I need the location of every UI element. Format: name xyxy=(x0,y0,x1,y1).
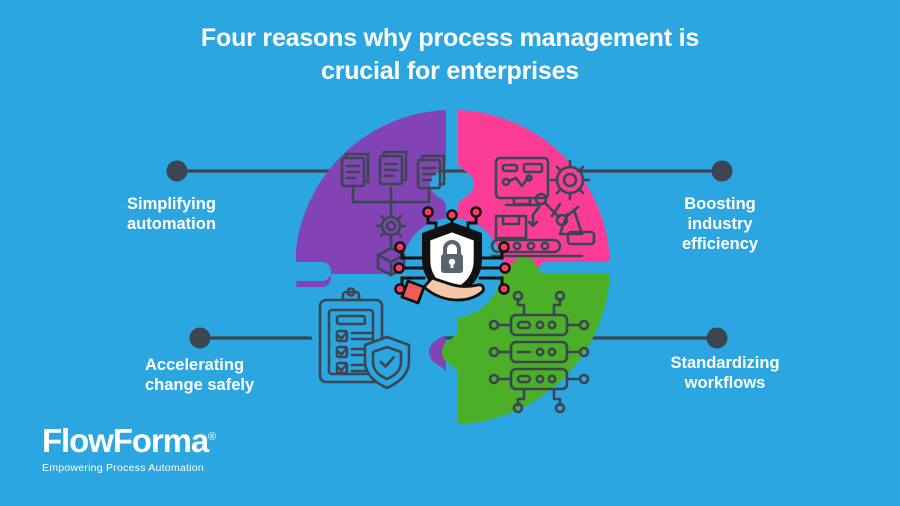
label-accelerating-line-1: Accelerating xyxy=(145,356,245,374)
connector-dots xyxy=(166,160,733,349)
connector-dot-accelerating[interactable] xyxy=(189,327,211,349)
label-simplifying-line-1: Simplifying xyxy=(127,195,216,213)
page-title-line-2: crucial for enterprises xyxy=(320,57,579,86)
label-boosting-industry-efficiency[interactable]: Boosting industry efficiency xyxy=(645,194,795,254)
label-standardizing-line-1: Standardizing xyxy=(670,354,780,372)
server-circuit-modules-icon xyxy=(488,290,590,414)
connector-dot-simplifying[interactable] xyxy=(166,160,188,182)
label-boosting-line-1: Boosting xyxy=(684,195,756,213)
connector-dot-boosting[interactable] xyxy=(711,160,733,182)
page-title-line-1: Four reasons why process management is xyxy=(200,24,700,52)
clipboard-checklist-shield-icon xyxy=(318,287,411,390)
logo-wordmark: FlowForma® xyxy=(42,422,216,459)
page-title: Four reasons why process management is c… xyxy=(0,22,900,89)
label-simplifying-automation[interactable]: Simplifying automation xyxy=(127,194,327,234)
connector-dot-standardizing[interactable] xyxy=(706,327,728,349)
flowforma-logo[interactable]: FlowForma® Empowering Process Automation xyxy=(42,422,216,474)
shield-lock-hand-icon xyxy=(393,206,511,305)
label-standardizing-line-2: workflows xyxy=(684,374,766,393)
label-boosting-line-3: efficiency xyxy=(681,235,759,254)
label-accelerating-change-safely[interactable]: Accelerating change safely xyxy=(145,355,365,395)
label-standardizing-workflows[interactable]: Standardizing workflows xyxy=(640,353,810,393)
label-accelerating-line-2: change safely xyxy=(145,376,255,395)
registered-mark-icon: ® xyxy=(208,431,216,443)
label-boosting-line-2: industry xyxy=(687,215,753,234)
logo-name: FlowForma xyxy=(42,422,209,459)
label-simplifying-line-2: automation xyxy=(127,215,216,234)
logo-tagline: Empowering Process Automation xyxy=(42,462,204,474)
document-flow-gear-icon xyxy=(340,150,446,277)
